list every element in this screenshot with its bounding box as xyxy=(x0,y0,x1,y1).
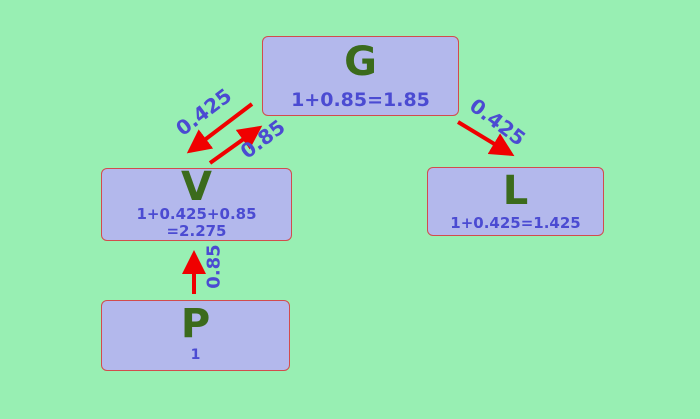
node-p-value: 1 xyxy=(190,347,201,363)
node-l: L 1+0.425=1.425 xyxy=(427,167,604,236)
node-v-value-line2: =2.275 xyxy=(166,222,227,240)
node-g-label: G xyxy=(344,39,377,85)
arrow-v-to-g xyxy=(208,125,263,165)
node-l-label: L xyxy=(502,168,529,214)
arrow-g-to-v xyxy=(186,102,254,154)
node-l-value: 1+0.425=1.425 xyxy=(450,214,581,232)
node-p-label: P xyxy=(180,301,211,347)
arrow-g-to-l xyxy=(456,120,515,157)
node-v-value-line1: 1+0.425+0.85 xyxy=(136,205,257,223)
node-v-label: V xyxy=(181,164,212,210)
node-p: P 1 xyxy=(101,300,290,371)
node-v: V 1+0.425+0.85 =2.275 xyxy=(101,164,292,241)
node-g-value: 1+0.85=1.85 xyxy=(291,89,430,111)
edge-label-p-to-v: 0.85 xyxy=(203,244,225,289)
node-g: G 1+0.85=1.85 xyxy=(262,36,459,116)
